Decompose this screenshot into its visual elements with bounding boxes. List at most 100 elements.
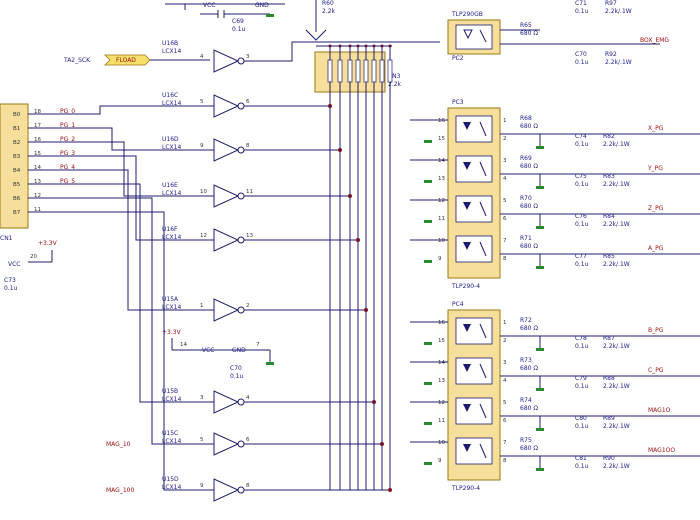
ground-icon <box>536 388 544 391</box>
input-wire <box>28 127 214 151</box>
inverter-bubble-icon <box>237 236 245 244</box>
led-icon <box>463 324 471 332</box>
cn1-pin-number: 18 <box>34 109 41 115</box>
input-wire <box>28 169 214 311</box>
opto-out-resistor-value: 2.2k/.1W <box>603 181 630 188</box>
led-icon <box>463 162 471 170</box>
opto-right-pin: 4 <box>503 176 507 182</box>
left-power: +3.3V 20 VCC C73 0.1u <box>4 240 58 292</box>
opto-resistor-value: 680 Ω <box>520 365 538 372</box>
header-gnd-label: GND <box>255 2 269 9</box>
opto-channel-icon <box>455 397 493 425</box>
net-tag-icon <box>104 54 151 66</box>
inverter-bubble-icon <box>237 440 245 448</box>
mag-100-net: MAG_100 <box>106 487 134 494</box>
opto-cap-value: 0.1u <box>575 423 589 430</box>
inverter-bubble-icon <box>237 192 245 200</box>
opto-left-pin: 15 <box>438 136 445 142</box>
rn3-ref: RN3 <box>388 73 401 80</box>
c70-value: 0.1u <box>575 59 589 66</box>
mid-power-net: +3.3V <box>162 329 182 336</box>
opto-out-resistor-ref: R84 <box>603 213 615 220</box>
buffer-part: LCX14 <box>162 190 181 197</box>
phototransistor-icon <box>479 241 487 257</box>
opto-right-pin: 3 <box>503 158 507 164</box>
opto-cap-ref: C74 <box>575 133 587 140</box>
opto-out-resistor-value: 2.2k/.1W <box>603 141 630 148</box>
buffer-ref: U15D <box>162 476 179 483</box>
opto-resistor-ref: R70 <box>520 195 532 202</box>
mid-power: +3.3V 14 VCC GND 7 C70 0.1u <box>162 329 274 380</box>
buffer-triangle-icon <box>213 94 240 118</box>
phototransistor-icon <box>479 201 487 217</box>
resistor-element-icon <box>347 59 353 83</box>
opto-left-pin: 15 <box>438 338 445 344</box>
opto-ref: PC3 <box>452 99 464 106</box>
opto-out-resistor-value: 2.2k/.1W <box>603 261 630 268</box>
resistor-element-icon <box>327 59 333 83</box>
opto-right-pin: 5 <box>503 198 507 204</box>
box-emg-net: BOX_EMG <box>640 37 669 44</box>
opto-cap-value: 0.1u <box>575 141 589 148</box>
cn1-pin-b0: B0 <box>13 112 21 118</box>
opto-cap-ref: C76 <box>575 213 587 220</box>
led-icon <box>463 202 471 210</box>
opto-left-pin: 13 <box>438 176 445 182</box>
input-wire <box>28 105 214 115</box>
cn1-pin-b6: B6 <box>13 196 21 202</box>
c70-ref: C70 <box>575 51 587 58</box>
opto-right-pin: 1 <box>503 320 507 326</box>
opto-out-resistor-ref: R88 <box>603 375 615 382</box>
opto-resistor-value: 680 Ω <box>520 325 538 332</box>
buffer-pin-in: 10 <box>200 189 207 195</box>
phototransistor-icon <box>479 443 487 459</box>
buffer-triangle-icon <box>213 432 240 456</box>
ground-icon <box>424 422 432 425</box>
input-wire <box>28 211 214 491</box>
opto-right-pin: 8 <box>503 256 507 262</box>
ground-icon <box>536 146 544 149</box>
buffer-pin-out: 11 <box>246 189 253 195</box>
connector-net-label: PG_3 <box>60 150 75 157</box>
opto-resistor-value: 680 Ω <box>520 405 538 412</box>
ground-icon <box>536 266 544 269</box>
mid-gnd-pin: 7 <box>256 342 260 348</box>
connector-net-label: PG_1 <box>60 122 75 129</box>
opto-output-net: B_PG <box>648 327 664 334</box>
opto-cap-value: 0.1u <box>575 261 589 268</box>
r65-ref: R65 <box>520 22 532 29</box>
opto-out-resistor-value: 2.2k/.1W <box>603 463 630 470</box>
buffer-pin-in: 1 <box>200 303 204 309</box>
opto-cap-ref: C75 <box>575 173 587 180</box>
c71-ref: C71 <box>575 0 587 7</box>
buffer-part: LCX14 <box>162 396 181 403</box>
c71-value: 0.1u <box>575 8 589 15</box>
buffer-ref: U15A <box>162 296 179 303</box>
buffer-triangle-icon <box>213 184 240 208</box>
buffer-part: LCX14 <box>162 100 181 107</box>
phototransistor-icon <box>479 121 487 137</box>
buffer-pin-in: 9 <box>200 143 204 149</box>
cn1-pin-number: 16 <box>34 137 41 143</box>
r97-ref: R97 <box>605 0 617 7</box>
buffer-triangle-icon <box>213 298 240 322</box>
cn1-ref: CN1 <box>0 235 13 242</box>
buffer-part: LCX14 <box>162 438 181 445</box>
opto-resistor-value: 680 Ω <box>520 445 538 452</box>
opto-cap-value: 0.1u <box>575 343 589 350</box>
c69-value: 0.1u <box>232 26 246 33</box>
opto-right-pin: 1 <box>503 118 507 124</box>
opto-output-net: A_PG <box>648 245 664 252</box>
ground-icon <box>536 468 544 471</box>
opto-resistor-value: 680 Ω <box>520 123 538 130</box>
c70-value-mid: 0.1u <box>230 373 244 380</box>
u16b-pin-out: 3 <box>246 54 250 60</box>
buffer-ref: U16C <box>162 92 178 99</box>
cn1-pin-b2: B2 <box>13 140 20 146</box>
c73-value: 0.1u <box>4 285 18 292</box>
opto-channel-icon <box>455 235 493 263</box>
phototransistor-icon <box>479 363 487 379</box>
opto-cap-ref: C79 <box>575 375 587 382</box>
